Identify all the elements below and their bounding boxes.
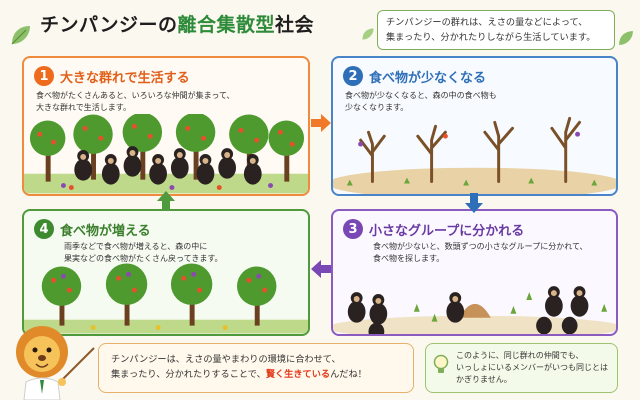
arrow-up-icon [157,191,175,211]
leaf-icon [362,28,374,40]
title-accent: 離合集散型 [177,14,275,36]
tip-box: このように、同じ群れの仲間でも、 いっしょにいるメンバーがいつも同じとは かぎり… [425,343,618,393]
title-main: チンパンジーの [40,14,178,36]
step-header: 4 食べ物が増える [34,219,151,239]
desc-line: 食べ物が少ないと、数頭ずつの小さなグループに分かれて、 [373,242,588,251]
desc-line: 食べ物がたくさんあると、いろいろな仲間が集まって、 [36,91,235,100]
speech-text: 集まったり、分かれたりすることで、 [111,369,266,380]
leaf-icon [619,31,633,45]
step-number: 1 [34,66,54,86]
lion-mascot-icon [16,326,95,400]
desc-line: 少なくなります。 [345,103,409,112]
small-groups-illustration [333,286,616,334]
speech-highlight: 賢く生きている [265,369,331,380]
desc-line: 大きな群れで生活します。 [36,103,131,112]
big-group-forest-illustration [24,114,308,194]
desc-line: 食べ物が少なくなると、森の中の食べ物も [345,91,497,100]
lion-speech-bubble: チンパンジーは、えさの量やまわりの環境に合わせて、 集まったり、分かれたりするこ… [98,343,414,393]
step-title: 食べ物が少なくなる [369,70,487,86]
tip-line: かぎりません。 [456,375,512,384]
speech-line: 集まったり、分かれたりすることで、賢く生きているんだね！ [111,367,401,382]
step-header: 3 小さなグループに分かれる [343,219,524,239]
desc-line: 果実などの食べ物がたくさん戻ってきます。 [64,254,223,263]
speech-text: んだね！ [330,369,367,380]
arrow-left-icon [311,260,331,278]
bare-trees-illustration [333,116,616,194]
step-number: 2 [343,66,363,86]
step-description: 雨季などで食べ物が増えると、森の中に 果実などの食べ物がたくさん戻ってきます。 [64,241,223,265]
step-panel-2: 2 食べ物が少なくなる 食べ物が少なくなると、森の中の食べ物も 少なくなります。 [331,56,618,196]
step-title: 小さなグループに分かれる [369,223,525,239]
tip-line: このように、同じ群れの仲間でも、 [456,351,584,360]
fruit-trees-illustration [24,263,308,334]
step-description: 食べ物が少なくなると、森の中の食べ物も 少なくなります。 [345,90,497,114]
step-panel-4: 4 食べ物が増える 雨季などで食べ物が増えると、森の中に 果実などの食べ物がたく… [22,209,310,336]
intro-line: 集まったり、分かれたりしながら生活しています。 [386,32,596,43]
step-description: 食べ物がたくさんあると、いろいろな仲間が集まって、 大きな群れで生活します。 [36,90,235,114]
step-description: 食べ物が少ないと、数頭ずつの小さなグループに分かれて、 食べ物を探します。 [373,241,588,265]
leaf-icon [11,26,30,45]
speech-line: チンパンジーは、えさの量やまわりの環境に合わせて、 [111,354,341,365]
step-number: 3 [343,219,363,239]
intro-line: チンパンジーの群れは、えさの量などによって、 [386,17,588,28]
intro-box: チンパンジーの群れは、えさの量などによって、 集まったり、分かれたりしながら生活… [377,10,615,50]
step-panel-3: 3 小さなグループに分かれる 食べ物が少ないと、数頭ずつの小さなグループに分かれ… [331,209,618,336]
step-number: 4 [34,219,54,239]
step-title: 大きな群れで生活する [60,70,190,86]
page-title: チンパンジーの離合集散型社会 [40,10,314,37]
step-panel-1: 1 大きな群れで生活する 食べ物がたくさんあると、いろいろな仲間が集まって、 大… [22,56,310,196]
step-header: 2 食べ物が少なくなる [343,66,486,86]
step-header: 1 大きな群れで生活する [34,66,190,86]
lightbulb-icon [433,354,449,373]
arrow-down-icon [465,193,483,213]
title-suffix: 社会 [274,14,314,36]
step-title: 食べ物が増える [60,223,151,239]
desc-line: 雨季などで食べ物が増えると、森の中に [64,242,208,251]
arrow-right-icon [311,114,331,132]
tip-line: いっしょにいるメンバーがいつも同じとは [456,363,608,372]
desc-line: 食べ物を探します。 [373,254,445,263]
